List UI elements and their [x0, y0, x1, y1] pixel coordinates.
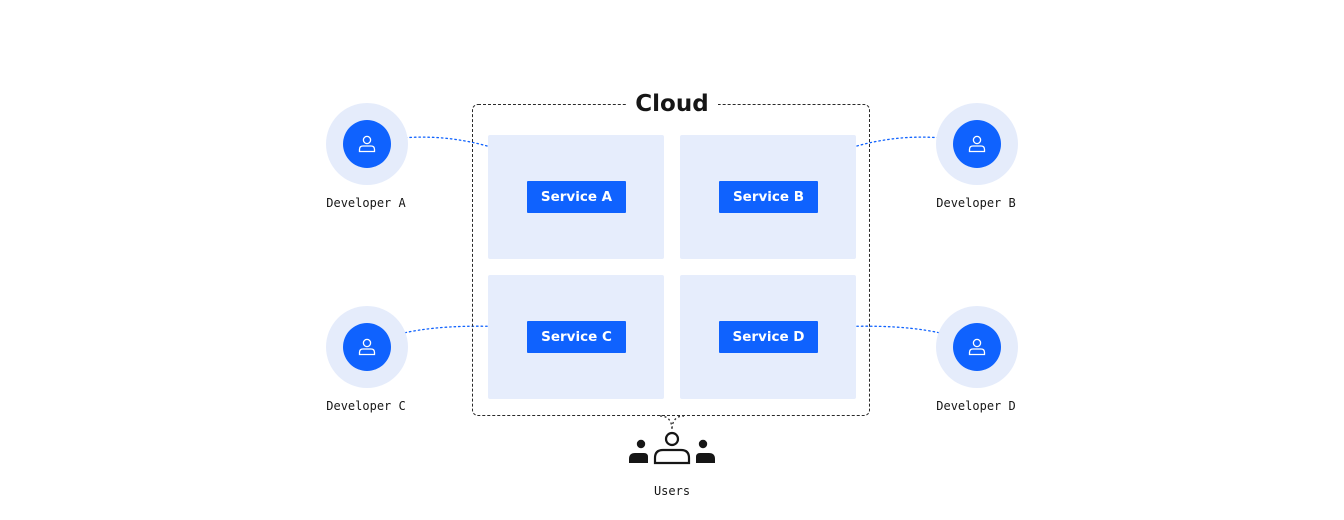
developer-b-avatar[interactable]: [936, 103, 1018, 185]
connector-cloud-users: [659, 415, 685, 431]
developer-d-avatar-dot: [953, 323, 1001, 371]
user-icon: [358, 135, 376, 153]
developer-c-label: Developer C: [326, 399, 406, 413]
developer-a-avatar-dot: [343, 120, 391, 168]
cloud-title: Cloud: [626, 88, 718, 120]
service-d-node[interactable]: Service D: [719, 321, 818, 353]
developer-d-avatar[interactable]: [936, 306, 1018, 388]
developer-c-avatar-dot: [343, 323, 391, 371]
service-b-node[interactable]: Service B: [719, 181, 818, 213]
developer-d-label: Developer D: [936, 399, 1016, 413]
developer-c-avatar[interactable]: [326, 306, 408, 388]
connector-developer-c-service-c: [391, 325, 527, 337]
developer-b-avatar-dot: [953, 120, 1001, 168]
developer-a-avatar[interactable]: [326, 103, 408, 185]
developer-b-label: Developer B: [936, 196, 1016, 210]
connector-developer-d-service-d: [817, 325, 953, 337]
developer-a-label: Developer A: [326, 196, 406, 210]
users-group-icon: [629, 431, 715, 465]
users-label: Users: [653, 484, 691, 498]
user-icon: [968, 338, 986, 356]
user-icon: [358, 338, 376, 356]
service-a-node[interactable]: Service A: [527, 181, 626, 213]
user-icon: [968, 135, 986, 153]
service-c-node[interactable]: Service C: [527, 321, 626, 353]
